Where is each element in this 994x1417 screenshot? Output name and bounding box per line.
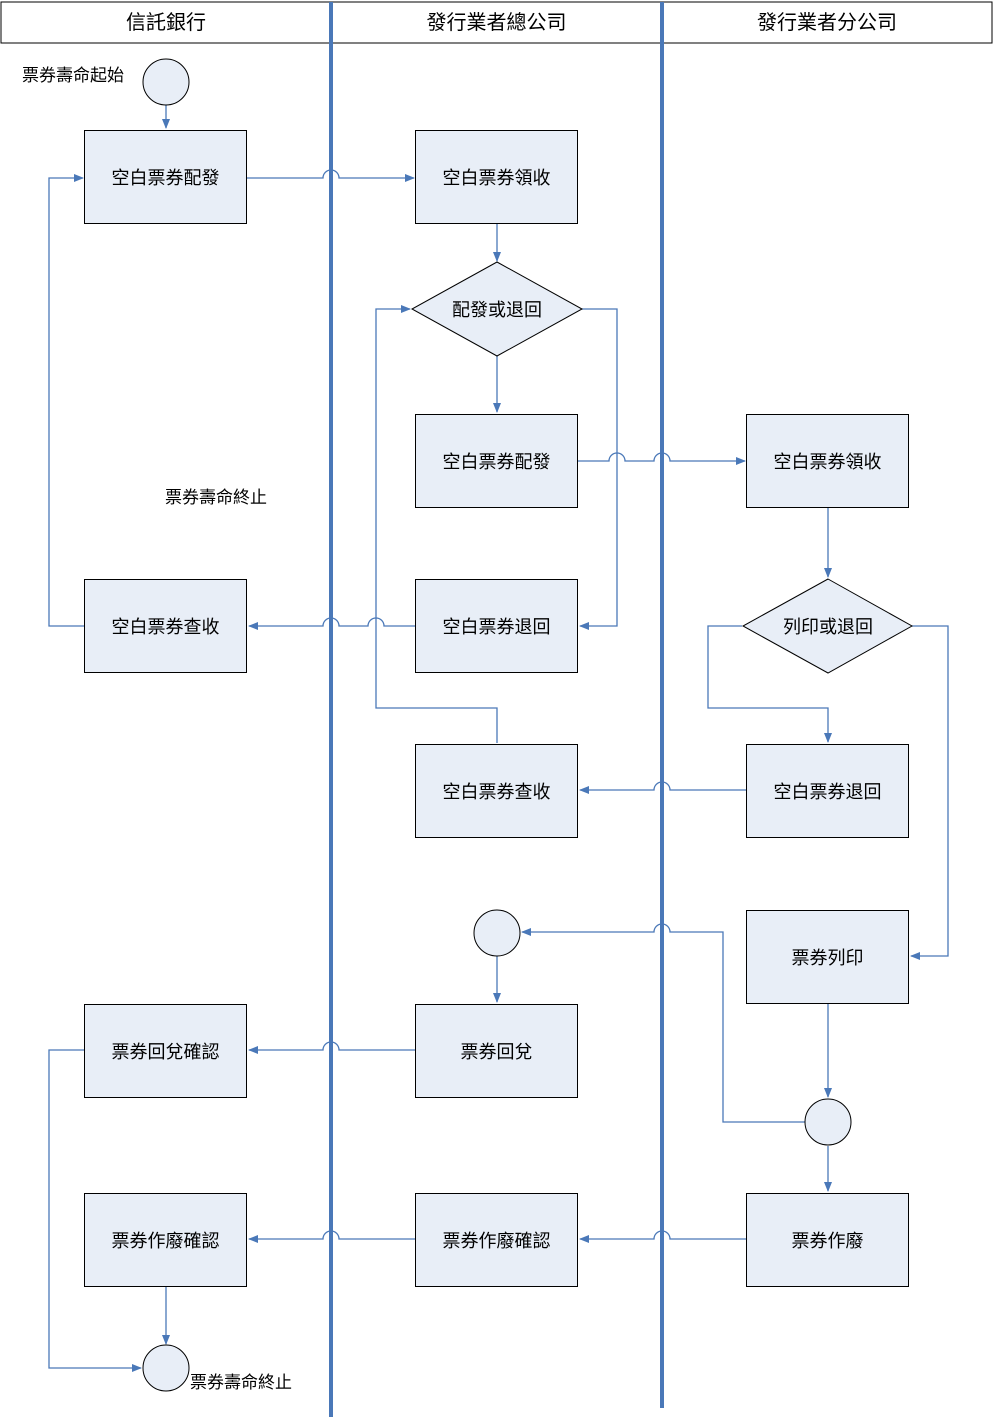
connector-hq-to-branch-receive xyxy=(578,452,746,465)
branch-void-box[interactable]: 票券作廢 xyxy=(746,1193,909,1287)
bank-void-confirm-box[interactable]: 票券作廢確認 xyxy=(84,1193,247,1287)
hq-redeem-box[interactable]: 票券回兌 xyxy=(415,1004,578,1098)
connector-branch-decision-to-return xyxy=(707,625,832,743)
hq-receive-box[interactable]: 空白票券領收 xyxy=(415,130,578,224)
connector-redeem-to-bank-confirm xyxy=(248,1041,415,1054)
bank-redeem-confirm-box[interactable]: 票券回兌確認 xyxy=(84,1004,247,1098)
branch-decision-label[interactable]: 列印或退回 xyxy=(783,617,873,638)
lane-header-hq: 發行業者總公司 xyxy=(426,10,567,34)
lane-header-border xyxy=(0,1,993,44)
branch-merge-circle xyxy=(804,1098,852,1146)
connector-redeem-confirm-to-end xyxy=(48,1049,142,1372)
hq-decision-diamond xyxy=(410,261,584,357)
bank-distribute-box[interactable]: 空白票券配發 xyxy=(84,130,247,224)
hq-redeem-circle xyxy=(473,909,521,957)
connector-hq-check-to-decision xyxy=(375,305,498,743)
connector-merge-to-hq-circle xyxy=(521,923,805,1123)
branch-return-box[interactable]: 空白票券退回 xyxy=(746,744,909,838)
connector-bank-to-hq-receive xyxy=(247,169,415,182)
hq-distribute-box[interactable]: 空白票券配發 xyxy=(415,414,578,508)
branch-decision-diamond xyxy=(741,578,914,674)
connector-hq-return-to-bank-check xyxy=(248,617,415,630)
hq-void-confirm-box[interactable]: 票券作廢確認 xyxy=(415,1193,578,1287)
connector-branch-decision-to-print xyxy=(910,625,949,960)
connector-bank-check-loop xyxy=(48,174,84,627)
hq-return-box[interactable]: 空白票券退回 xyxy=(415,579,578,673)
lane-header-branch: 發行業者分公司 xyxy=(757,10,897,34)
connector-void-to-hq-confirm xyxy=(579,1230,746,1243)
lane-header-bank: 信託銀行 xyxy=(126,10,206,34)
lifecycle-end-label-middle: 票券壽命終止 xyxy=(165,488,267,508)
connector-branch-return-to-hq-check xyxy=(579,781,746,794)
lifecycle-end-label-bottom: 票券壽命終止 xyxy=(190,1373,292,1393)
branch-receive-box[interactable]: 空白票券領收 xyxy=(746,414,909,508)
lifecycle-start-label: 票券壽命起始 xyxy=(22,66,124,86)
hq-check-box[interactable]: 空白票券查收 xyxy=(415,744,578,838)
hq-decision-label[interactable]: 配發或退回 xyxy=(452,300,542,321)
bank-check-box[interactable]: 空白票券查收 xyxy=(84,579,247,673)
connector-hq-void-to-bank-void xyxy=(248,1230,415,1243)
connector-decision-to-return xyxy=(579,308,618,630)
start-circle xyxy=(142,58,190,106)
branch-print-box[interactable]: 票券列印 xyxy=(746,910,909,1004)
end-circle xyxy=(142,1344,190,1392)
